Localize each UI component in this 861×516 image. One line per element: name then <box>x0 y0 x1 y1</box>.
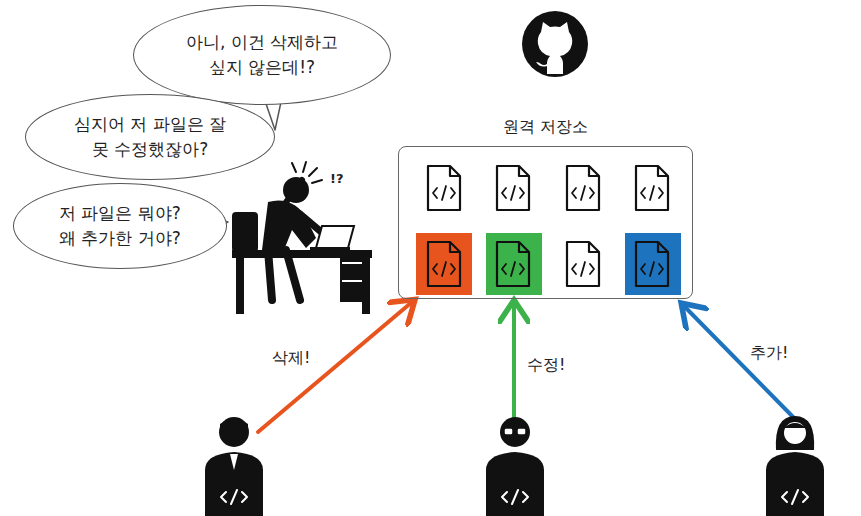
change-arrows <box>258 302 796 432</box>
frustrated-developer <box>232 162 372 314</box>
file-icons <box>416 166 681 295</box>
arrow-label: 추가! <box>750 343 788 364</box>
bubble-text: 심지어 저 파일은 잘못 수정했잖아? <box>67 112 232 161</box>
developer-right <box>766 416 824 516</box>
bubble-text: 아니, 이건 삭제하고 싶지 않은데!? <box>177 30 347 79</box>
arrow-label: 삭제! <box>272 348 310 369</box>
arrow-label: 수정! <box>527 355 565 376</box>
speech-bubble: 심지어 저 파일은 잘못 수정했잖아? <box>25 94 275 180</box>
repository-heading: 원격 저장소 <box>399 117 692 138</box>
speech-bubble: 아니, 이건 삭제하고 싶지 않은데!? <box>133 5 390 105</box>
exclamation-mark: !? <box>330 171 343 186</box>
github-logo <box>522 11 588 77</box>
developer-middle <box>486 417 544 516</box>
speech-bubble: 저 파일은 뭐야? 왜 추가한 거야? <box>13 183 228 269</box>
bubble-text: 저 파일은 뭐야? 왜 추가한 거야? <box>50 201 190 250</box>
developer-left <box>205 417 263 516</box>
remote-repository: 원격 저장소 <box>398 146 693 299</box>
